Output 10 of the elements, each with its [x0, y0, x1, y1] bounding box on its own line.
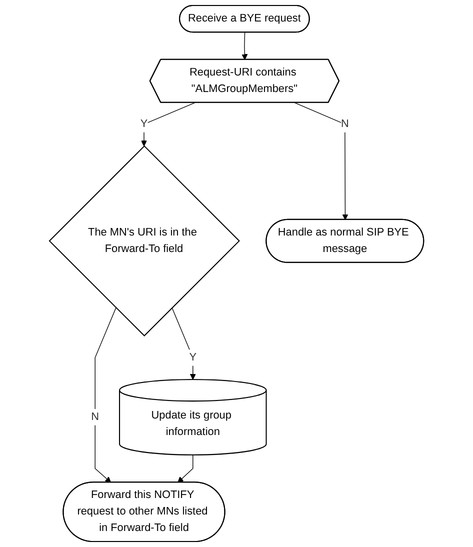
- edge-label: Y: [189, 351, 196, 364]
- arrow: [242, 32, 248, 60]
- arrow: [294, 102, 348, 220]
- arrow: [94, 307, 116, 483]
- edge-label: N: [340, 118, 349, 130]
- arrow: [178, 454, 194, 483]
- edge-label: N: [91, 411, 99, 423]
- node-diamond: The MN's URI is in the Forward-To field: [48, 145, 240, 337]
- arrow: [140, 102, 196, 146]
- edge-label: Y: [140, 118, 148, 130]
